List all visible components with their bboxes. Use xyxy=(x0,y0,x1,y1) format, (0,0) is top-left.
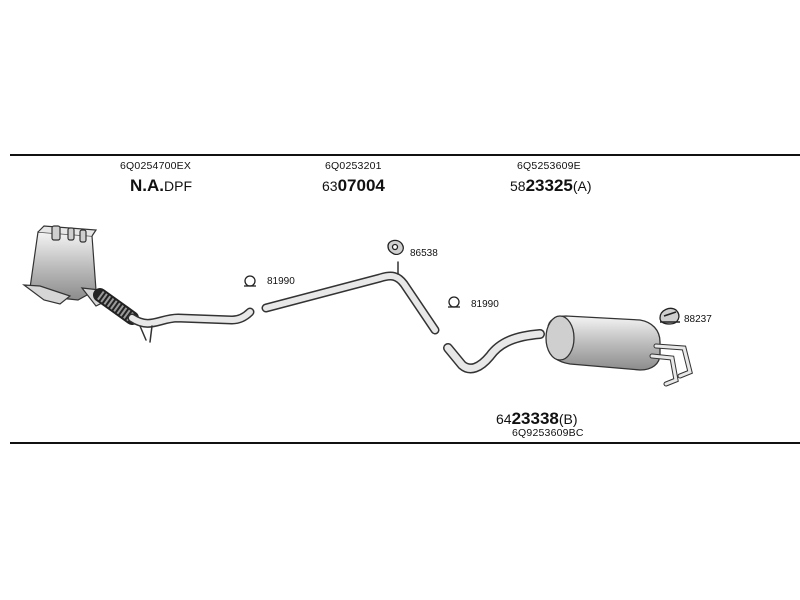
rear-pipe xyxy=(443,329,545,374)
middle-silencer-oem-number: 6Q5253609E xyxy=(517,160,581,172)
middle-silencer-prefix: 58 xyxy=(510,178,526,194)
rear-silencer-oem-number: 6Q9253609BC xyxy=(512,427,584,439)
dpf-oem-number: 6Q0254700EX xyxy=(120,160,192,172)
middle-pipe xyxy=(261,261,440,335)
dpf-unit xyxy=(22,225,109,307)
dpf-suffix: DPF xyxy=(164,178,192,194)
clamp-right-number: 81990 xyxy=(471,299,499,310)
rear-silencer-prefix: 64 xyxy=(496,411,512,427)
middle-silencer-part-code: 5823325(A) xyxy=(510,177,592,194)
rear-silencer-unit xyxy=(545,315,693,387)
bottom-rule xyxy=(10,442,800,444)
clamp-right-icon xyxy=(448,296,460,308)
front-pipe-prefix: 63 xyxy=(322,178,338,194)
rear-silencer-number: 23338 xyxy=(511,409,559,428)
front-pipe-number: 07004 xyxy=(337,176,385,195)
top-rule xyxy=(10,154,800,156)
dpf-part-code: N.A.DPF xyxy=(130,177,192,194)
front-pipe-run xyxy=(127,307,255,343)
rear-silencer-part-code: 6423338(B) xyxy=(496,410,578,427)
clamp-left-icon xyxy=(244,275,256,287)
middle-silencer-number: 23325 xyxy=(525,176,573,195)
hanger-top-number: 86538 xyxy=(410,248,438,259)
front-pipe-oem-number: 6Q0253201 xyxy=(325,160,382,172)
front-pipe-part-code: 6307004 xyxy=(322,177,385,194)
hanger-top-icon xyxy=(387,239,404,256)
hanger-rear-number: 88237 xyxy=(684,314,712,325)
middle-silencer-suffix: (A) xyxy=(572,178,592,194)
hanger-rear-icon xyxy=(659,307,680,325)
flex-pipe xyxy=(93,288,139,325)
rear-silencer-suffix: (B) xyxy=(558,411,578,427)
clamp-left-number: 81990 xyxy=(267,276,295,287)
dpf-prefix: N.A. xyxy=(130,176,164,195)
